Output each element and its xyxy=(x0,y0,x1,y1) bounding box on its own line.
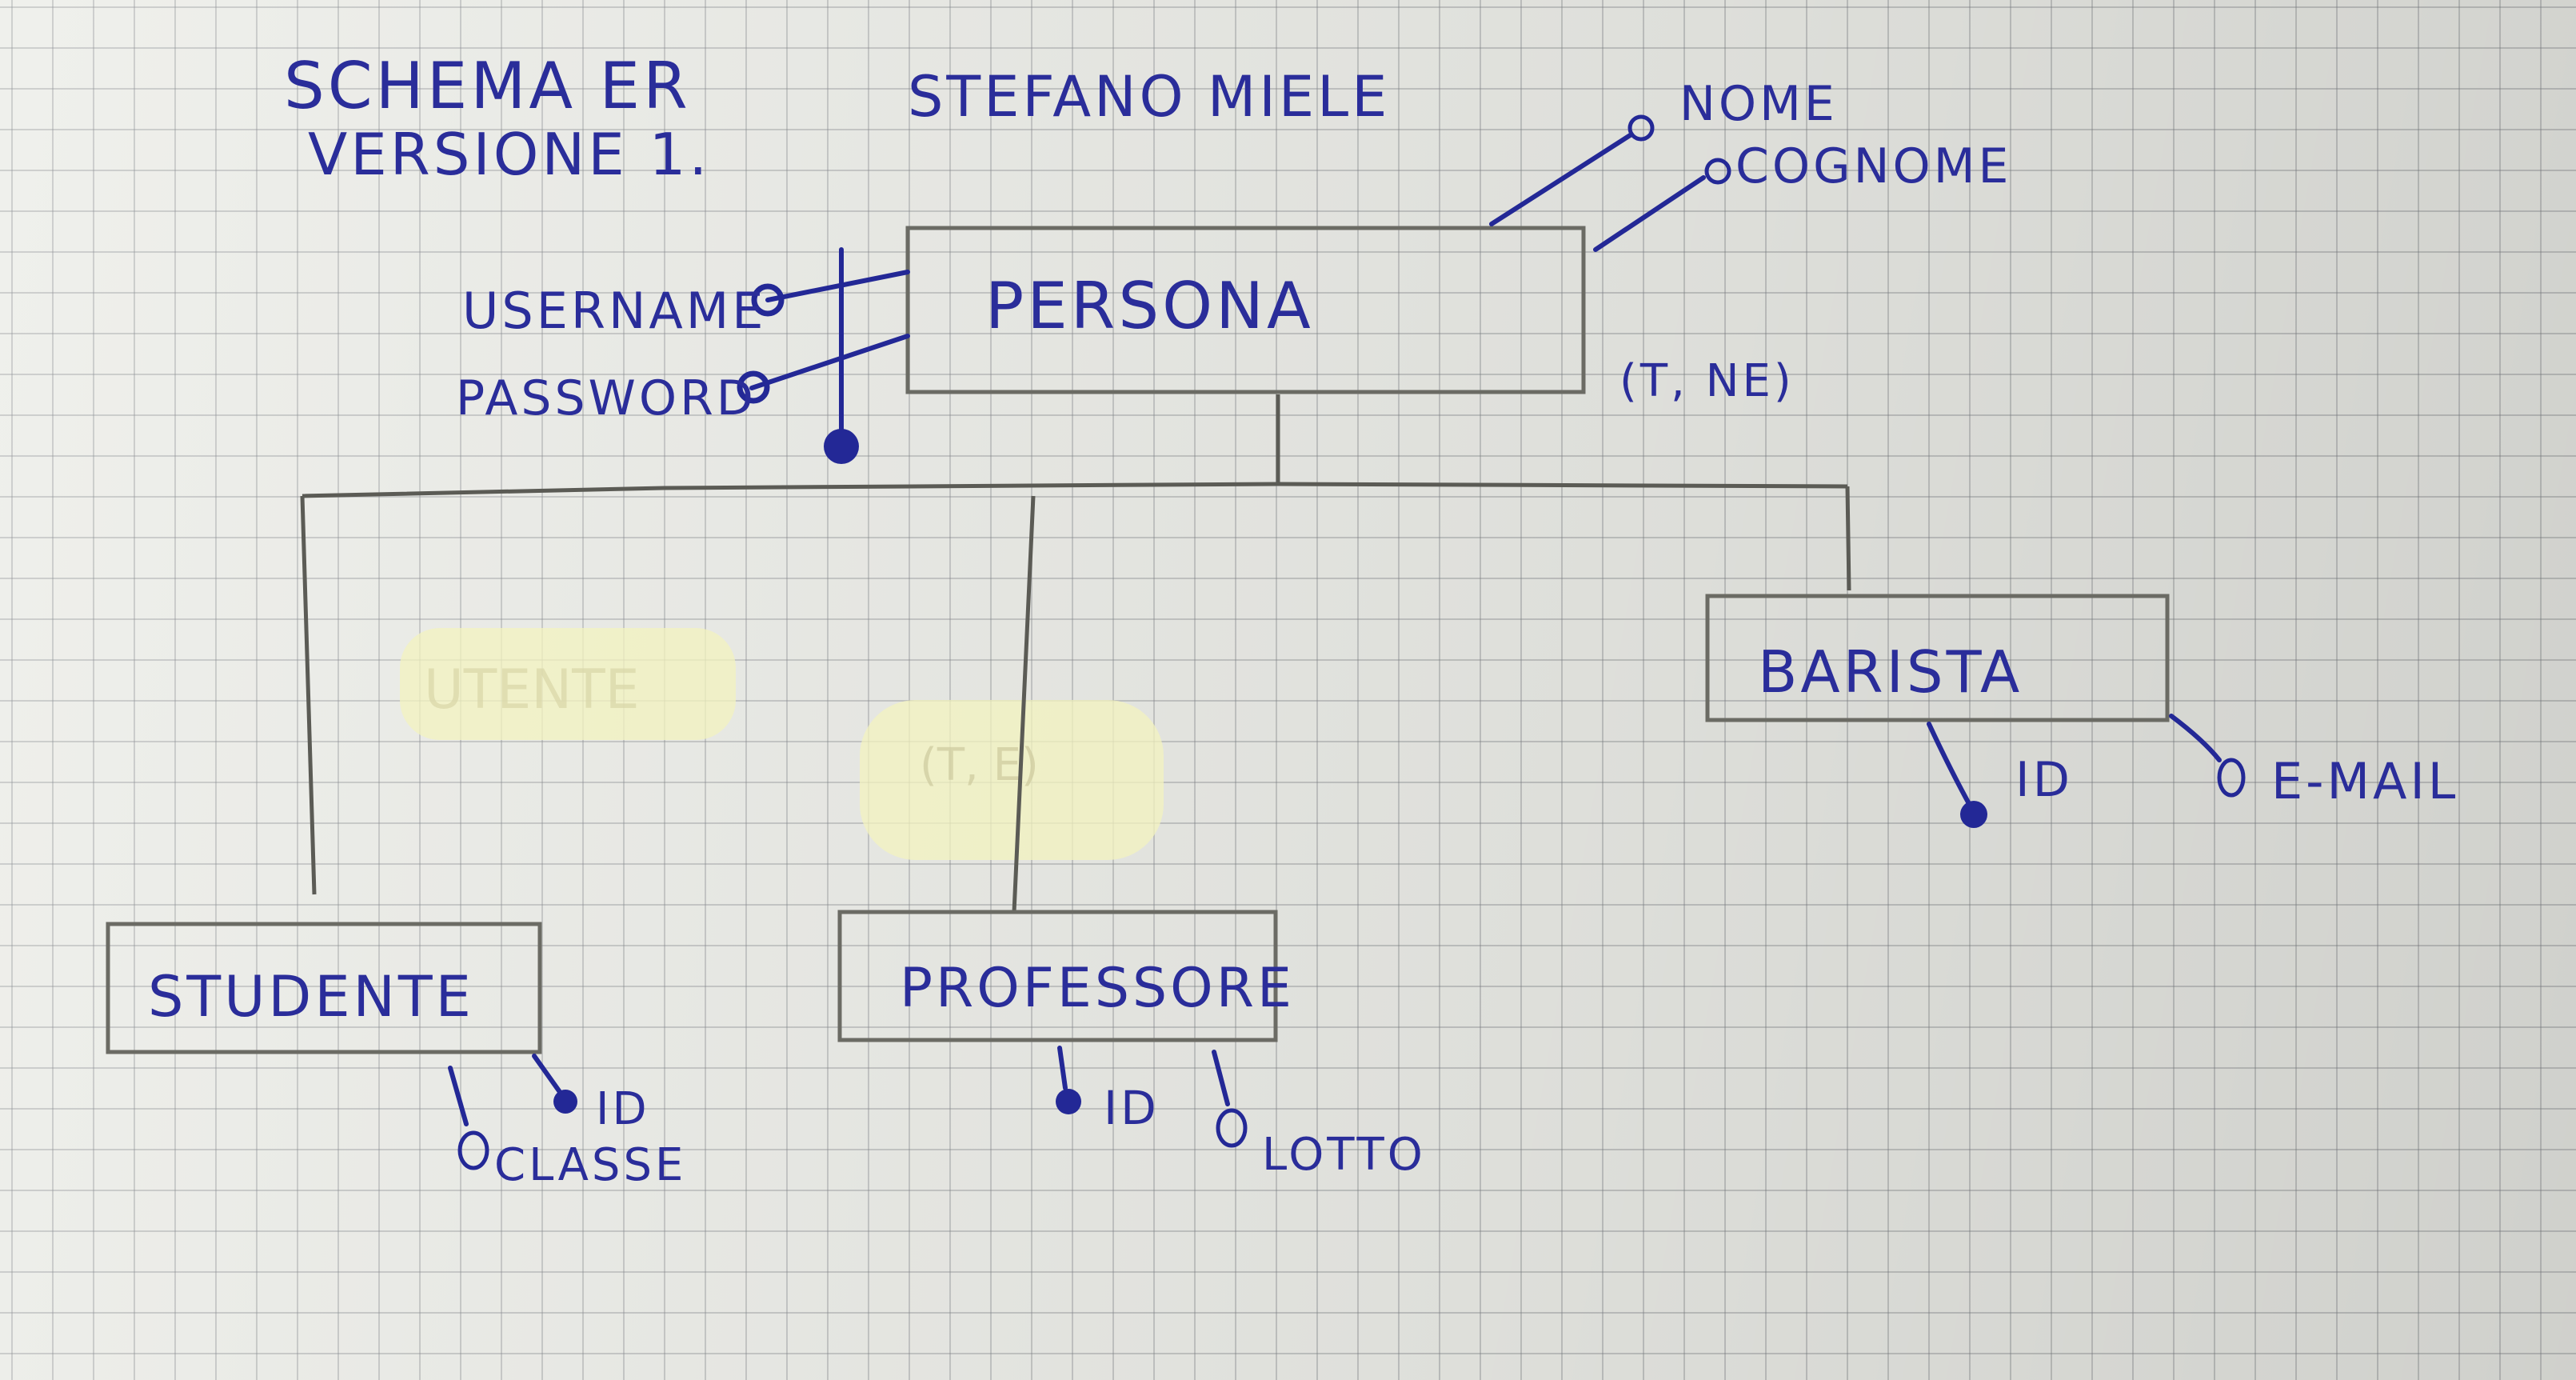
attribute-username-label: USERNAME xyxy=(462,282,766,340)
entity-barista-label: BARISTA xyxy=(1758,638,2023,706)
attribute-barista-id-label: ID xyxy=(2015,752,2073,808)
attribute-circle-icon xyxy=(737,370,770,404)
attribute-studente-id[interactable]: ID xyxy=(532,1054,650,1135)
entity-barista[interactable]: BARISTA xyxy=(1705,594,2170,722)
entity-persona-label: PERSONA xyxy=(985,269,1314,343)
attribute-circle-icon xyxy=(2217,758,2246,798)
child-connector-professore xyxy=(1012,495,1036,913)
attribute-professore-lotto[interactable]: LOTTO xyxy=(1212,1050,1426,1181)
attribute-studente-classe-label: CLASSE xyxy=(494,1139,686,1191)
attribute-password-label: PASSWORD xyxy=(456,370,757,426)
entity-studente-box xyxy=(106,922,542,1054)
entity-professore-label: PROFESSORE xyxy=(900,957,1295,1020)
attribute-studente-id-label: ID xyxy=(596,1083,650,1135)
attribute-persona-cognome[interactable]: COGNOME xyxy=(1593,138,2011,252)
entity-barista-box xyxy=(1705,594,2170,722)
attribute-circle-icon xyxy=(1704,158,1731,185)
attribute-connector xyxy=(1057,1046,1068,1090)
identifier-filled-circle-icon xyxy=(1056,1089,1081,1114)
attribute-barista-id[interactable]: ID xyxy=(1927,722,2073,828)
entity-studente-label: STUDENTE xyxy=(148,964,474,1030)
highlight-mark xyxy=(860,700,1164,860)
generalization-coverage-label: (T, NE) xyxy=(1619,355,1795,407)
hierarchy-bar xyxy=(302,482,1848,498)
attribute-circle-icon xyxy=(457,1130,489,1170)
attribute-studente-classe[interactable]: CLASSE xyxy=(448,1066,686,1191)
attribute-connector xyxy=(765,270,910,302)
attribute-connector xyxy=(532,1054,562,1094)
attribute-circle-icon xyxy=(1627,114,1655,142)
attribute-professore-lotto-label: LOTTO xyxy=(1262,1129,1426,1181)
entity-studente[interactable]: STUDENTE xyxy=(106,922,542,1054)
title-line-2: VERSIONE 1. xyxy=(308,121,710,188)
identifier-filled-circle-icon xyxy=(1960,801,1987,828)
entity-persona-box xyxy=(905,226,1586,394)
erased-note-1-text: UTENTE xyxy=(424,658,640,722)
highlight-mark xyxy=(400,628,736,740)
child-connector-barista xyxy=(1845,486,1851,591)
identifier-filled-circle-icon xyxy=(553,1090,577,1114)
erased-note-te: (T, E) xyxy=(860,700,1164,860)
attribute-cognome-label: COGNOME xyxy=(1735,138,2011,194)
attribute-barista-email-label: E-MAIL xyxy=(2271,752,2458,810)
attribute-circle-icon xyxy=(1216,1108,1248,1148)
attribute-nome-label: NOME xyxy=(1679,76,1838,132)
erased-note-utente: UTENTE xyxy=(400,628,736,740)
identifier-username-password[interactable]: USERNAME PASSWORD xyxy=(456,247,910,464)
attribute-connector xyxy=(1212,1050,1230,1106)
generalization-lines xyxy=(300,394,1851,913)
attribute-persona-nome[interactable]: NOME xyxy=(1489,76,1838,226)
title-line-1: SCHEMA ER xyxy=(284,49,691,123)
entity-professore-box xyxy=(837,910,1278,1042)
attribute-connector xyxy=(448,1066,469,1126)
title-author: STEFANO MIELE xyxy=(908,64,1390,130)
attribute-connector xyxy=(1927,722,1974,810)
attribute-connector xyxy=(2169,714,2222,762)
entity-persona[interactable]: PERSONA xyxy=(905,226,1586,394)
attribute-connector xyxy=(749,334,910,390)
attribute-circle-icon xyxy=(751,283,785,317)
entity-professore[interactable]: PROFESSORE xyxy=(837,910,1295,1042)
child-connector-studente xyxy=(300,495,317,895)
attribute-barista-email[interactable]: E-MAIL xyxy=(2169,714,2458,810)
attribute-professore-id[interactable]: ID xyxy=(1056,1046,1160,1135)
identifier-filled-circle-icon xyxy=(824,429,859,464)
attribute-connector xyxy=(1593,175,1706,252)
attribute-professore-id-label: ID xyxy=(1104,1081,1160,1135)
attribute-connector xyxy=(1489,132,1634,226)
